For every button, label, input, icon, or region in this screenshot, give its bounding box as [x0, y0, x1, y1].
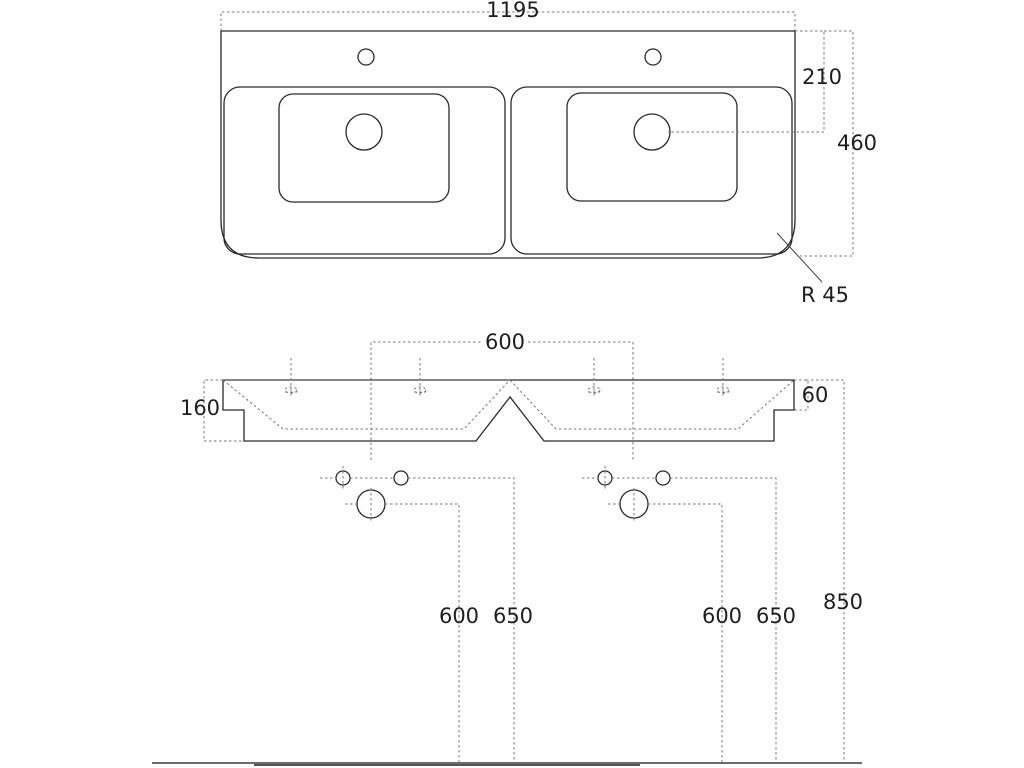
mount-height-dimension-line: [806, 379, 845, 762]
left-supply-height-line: [408, 477, 515, 762]
left-drain-height-label: 600: [439, 604, 479, 628]
total-depth-dimension-line: [800, 30, 854, 257]
top-view: 1195 210 460 R 45: [220, 0, 877, 307]
corner-radius-label: R 45: [801, 283, 849, 307]
width-dimension-line: [220, 11, 796, 31]
front-view: 600 160 60 850: [152, 330, 863, 766]
basin-height-dimension-line: [203, 379, 244, 442]
left-supply-height-label: 650: [493, 604, 533, 628]
left-hot-supply-point: [393, 470, 409, 486]
right-drain-height-label: 600: [702, 604, 742, 628]
radius-leader-line: [776, 232, 823, 283]
left-drain-hole: [345, 113, 383, 151]
hole-depth-dimension-line: [668, 30, 825, 133]
basin-height-label: 160: [180, 396, 220, 420]
right-hidden-bowl: [509, 379, 795, 430]
rim-height-label: 60: [802, 383, 829, 407]
basin-front-profile: [222, 379, 795, 442]
right-supply-height-line: [670, 477, 777, 762]
rim-height-dimension-line: [794, 379, 809, 411]
right-bowl-outline: [510, 86, 793, 255]
left-hidden-bowl: [222, 379, 511, 430]
mount-height-label: 850: [823, 590, 863, 614]
countertop-outline: [220, 30, 796, 259]
right-drain-height-line: [608, 503, 723, 762]
faucet-spacing-line-right: [528, 341, 634, 460]
left-tap-hole: [357, 48, 375, 66]
left-basin-inner: [278, 93, 450, 203]
tap-markers: [284, 358, 730, 396]
left-bowl-outline: [223, 86, 506, 255]
left-wall-connections: 600 650: [320, 466, 533, 762]
total-depth-label: 460: [837, 131, 877, 155]
right-drain-hole: [633, 113, 671, 151]
faucet-spacing-label: 600: [485, 330, 525, 354]
left-drain-height-line: [345, 503, 460, 762]
right-basin-inner: [566, 92, 738, 202]
right-supply-height-label: 650: [756, 604, 796, 628]
width-dimension-label: 1195: [486, 0, 539, 22]
faucet-spacing-line-left: [370, 341, 482, 460]
right-wall-connections: 600 650: [582, 466, 796, 762]
hole-depth-label: 210: [802, 65, 842, 89]
right-tap-hole: [644, 48, 662, 66]
right-hot-supply-point: [655, 470, 671, 486]
